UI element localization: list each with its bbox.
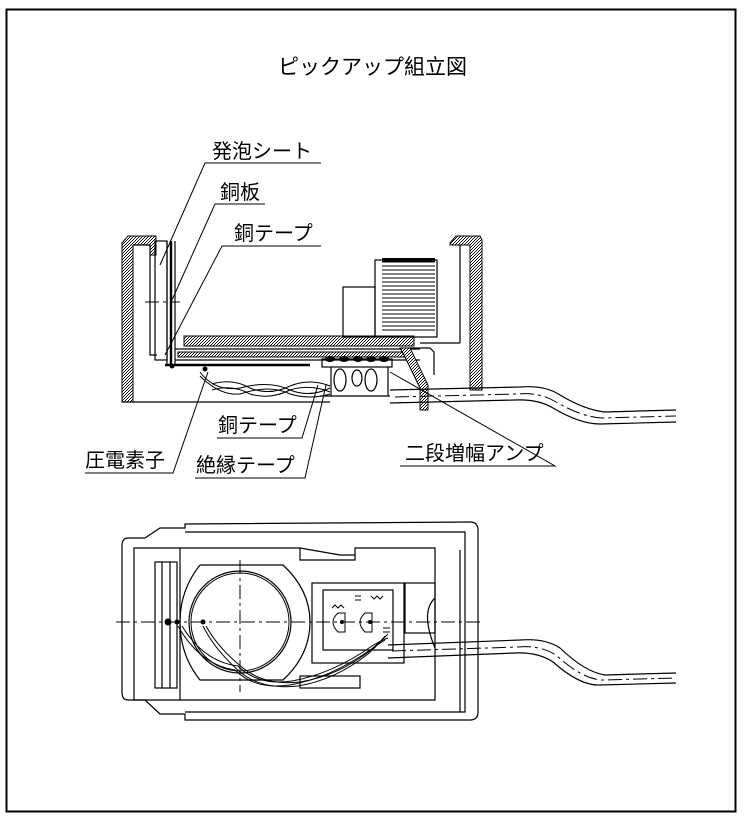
left-block xyxy=(154,240,168,361)
amp-compartment xyxy=(311,582,405,664)
output-cable-side xyxy=(389,386,677,425)
top-inner-frame xyxy=(180,547,436,701)
top-hatched-layer xyxy=(183,335,415,347)
label-copper-tape-bottom: 銅テープ xyxy=(218,413,297,437)
top-right-block xyxy=(404,582,436,634)
leader-lines xyxy=(85,162,557,479)
top-view xyxy=(116,521,677,721)
mid-hatched-layer xyxy=(177,351,409,358)
label-piezo-element: 圧電素子 xyxy=(85,448,165,472)
top-right-arc xyxy=(426,597,436,649)
top-inner-frame2 xyxy=(185,531,466,713)
side-view: 発泡シート 銅板 銅テープ 銅テープ 圧電素子 絶縁テープ 二段増幅アンプ xyxy=(85,139,677,479)
label-copper-tape-top: 銅テープ xyxy=(234,221,313,245)
slanted-cover xyxy=(399,347,429,411)
connector-block xyxy=(342,286,376,338)
top-lug-lower xyxy=(299,675,361,689)
top-housing-inner xyxy=(133,547,181,701)
connector-threads xyxy=(382,258,435,331)
left-inner-body xyxy=(133,244,157,356)
top-lug-upper xyxy=(299,547,355,556)
contact-dot-3 xyxy=(200,619,206,625)
amp-components xyxy=(320,367,390,397)
cover-outline xyxy=(410,347,435,375)
contact-dot-2 xyxy=(174,619,180,625)
label-copper-plate: 銅板 xyxy=(220,180,260,204)
label-foam-sheet: 発泡シート xyxy=(212,139,312,163)
amp-chips xyxy=(325,356,389,362)
amp-circuit-top xyxy=(331,595,390,633)
drawing-frame xyxy=(5,8,737,813)
contact-dot-1 xyxy=(164,618,172,626)
drawing-title: ピックアップ組立図 xyxy=(278,55,467,79)
right-housing-wall xyxy=(449,235,483,391)
copper-plate-top xyxy=(154,561,178,689)
twisted-wires-top xyxy=(177,625,389,688)
twisted-wires-side xyxy=(169,363,331,398)
label-insulating-tape: 絶縁テープ xyxy=(196,453,295,477)
label-two-stage-amp: 二段増幅アンプ xyxy=(405,441,544,465)
output-cable-top xyxy=(387,639,677,686)
amp-board-top xyxy=(322,589,394,651)
left-housing-wall xyxy=(121,235,157,403)
piezo-disk-housing xyxy=(179,564,311,681)
